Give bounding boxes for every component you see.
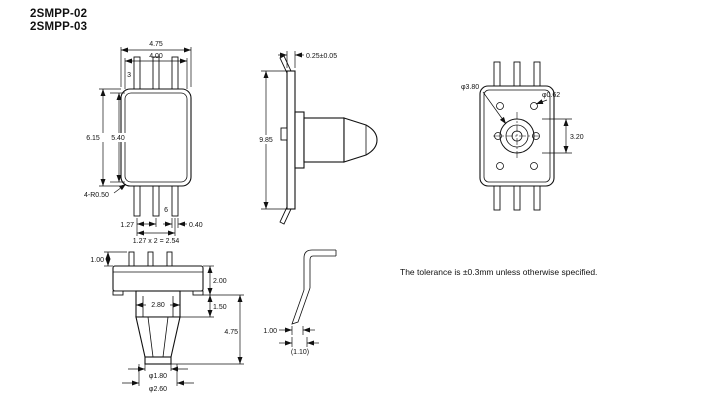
front-dim-body-height: 5.40 [111,135,125,142]
rear-dim-hole-dia: φ0.62 [542,92,560,99]
front-dim-overall-width: 4.75 [149,41,163,48]
bottom-dim-base-width: 2.80 [151,302,165,309]
port-tip [343,117,378,163]
front-dim-body-width: 4.00 [149,53,163,60]
tolerance-note: The tolerance is ±0.3mm unless otherwise… [400,267,597,277]
detail-dim-offset: 1.00 [263,328,277,335]
port-circle-mid [505,124,529,148]
side-dim-overall-height: 9.85 [259,137,273,144]
side-dim-lid-thickness: 0.25±0.05 [306,53,337,60]
front-corner-radius-label: 4-R0.50 [84,192,109,199]
bottom-dim-body-height: 2.00 [213,278,227,285]
port-flange [294,111,305,169]
bottom-view: 1.00 2.00 1.50 4.75 2.80 φ1.80 [90,251,244,393]
front-view: 4.75 4.00 3 6.15 5.40 4-R0.50 [81,41,203,245]
port-tip-bottom [144,356,172,365]
part-number-line1: 2SMPP-02 [30,8,88,20]
body-foot-left [112,290,124,296]
front-dim-lead-width: 0.40 [189,222,203,229]
package-body-bottom [112,265,204,292]
detail-dim-ref: (1.10) [291,349,309,356]
bottom-dim-tip-dia: φ1.80 [149,373,167,380]
body-foot-right [192,290,204,296]
rear-dim-port-dia: φ3.80 [461,84,479,91]
bottom-dim-base-height: 1.50 [213,304,227,311]
part-number-line2: 2SMPP-03 [30,20,88,33]
front-pin-number-bottom: 6 [164,207,168,214]
side-body-plate [286,70,296,210]
detail-body-inner [309,255,336,288]
rear-view: φ3.80 φ0.62 3.20 [461,61,584,211]
port-cone [135,316,181,358]
bottom-dim-lead-height: 1.00 [90,257,104,264]
port-circle-outer [499,118,535,154]
port-tube [303,117,345,163]
port-circle-inner [511,130,523,142]
front-dim-lead-pitch: 1.27 [120,222,134,229]
lead-detail-view: 1.00 (1.10) [263,249,337,356]
part-number-title: 2SMPP-02 2SMPP-03 [30,8,87,34]
package-body-rear-inner [483,89,551,183]
rear-holes [494,102,540,170]
detail-body-outer [303,249,336,290]
front-dim-lead-span: 1.27 x 2 = 2.54 [133,238,180,245]
front-pin-number-top: 3 [127,72,131,79]
side-body-boss [280,127,288,141]
rear-view-leads [493,61,541,211]
detail-bent-lead [291,287,311,325]
side-view: 0.25±0.05 9.85 [254,51,378,225]
bottom-dim-port-length: 4.75 [224,329,238,336]
rear-dim-hole-pitch: 3.20 [570,134,584,141]
package-body-front [120,88,192,187]
bottom-dim-port-dia: φ2.60 [149,386,167,393]
front-dim-overall-height: 6.15 [86,135,100,142]
